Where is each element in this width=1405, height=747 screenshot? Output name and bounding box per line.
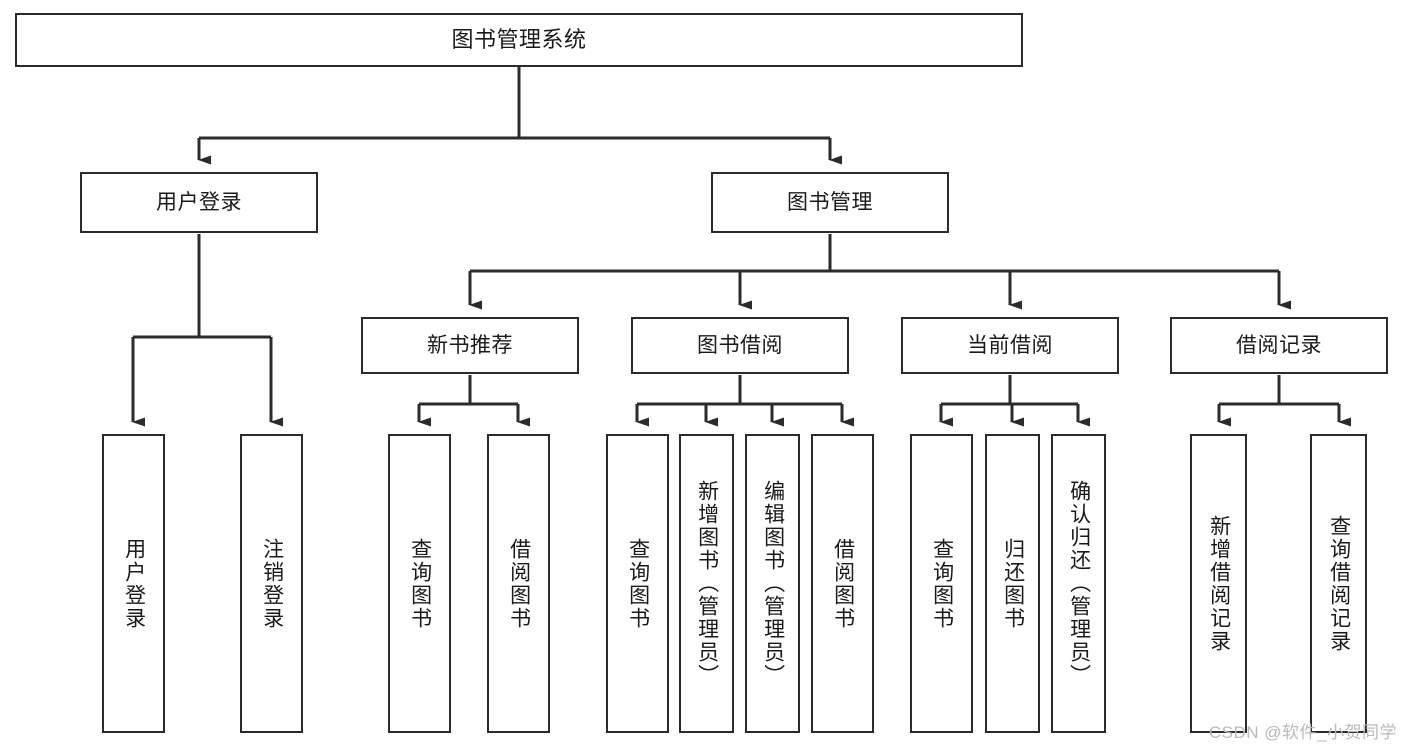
node-leaf-return-book[interactable]: 归还图书 — [985, 434, 1040, 733]
node-user-login[interactable]: 用户登录 — [80, 172, 318, 233]
node-leaf-query-book-recommend[interactable]: 查询图书 — [388, 434, 451, 733]
node-leaf-confirm-return[interactable]: 确认归还（管理员） — [1051, 434, 1106, 733]
node-label: 图书管理系统 — [451, 26, 587, 52]
node-label: 图书管理 — [787, 190, 873, 214]
node-leaf-query-borrow-record[interactable]: 查询借阅记录 — [1310, 434, 1367, 733]
node-label: 借阅图书 — [831, 537, 855, 630]
node-label: 新增图书（管理员） — [695, 480, 719, 687]
node-label: 注销登录 — [260, 537, 284, 630]
node-label: 用户登录 — [156, 190, 242, 214]
node-label: 图书借阅 — [697, 333, 783, 357]
node-root-system[interactable]: 图书管理系统 — [15, 13, 1023, 67]
node-leaf-borrow-book-recommend[interactable]: 借阅图书 — [487, 434, 550, 733]
node-leaf-borrow-book[interactable]: 借阅图书 — [811, 434, 874, 733]
node-leaf-add-book[interactable]: 新增图书（管理员） — [679, 434, 734, 733]
node-label: 借阅记录 — [1236, 333, 1322, 357]
node-leaf-edit-book[interactable]: 编辑图书（管理员） — [745, 434, 800, 733]
node-label: 查询图书 — [626, 537, 650, 630]
node-label: 查询图书 — [930, 537, 954, 630]
node-label: 当前借阅 — [967, 333, 1053, 357]
node-label: 查询图书 — [408, 537, 432, 630]
node-leaf-query-book-borrow[interactable]: 查询图书 — [606, 434, 669, 733]
node-leaf-query-book-current[interactable]: 查询图书 — [910, 434, 973, 733]
csdn-watermark: CSDN @软件_小贺同学 — [1208, 723, 1397, 742]
node-book-manage[interactable]: 图书管理 — [711, 172, 949, 233]
node-label: 用户登录 — [122, 537, 146, 630]
node-label: 新增借阅记录 — [1207, 514, 1231, 653]
node-label: 编辑图书（管理员） — [761, 480, 785, 687]
node-current-borrow[interactable]: 当前借阅 — [901, 317, 1119, 374]
node-label: 借阅图书 — [507, 537, 531, 630]
node-label: 确认归还（管理员） — [1067, 480, 1091, 687]
node-leaf-add-borrow-record[interactable]: 新增借阅记录 — [1190, 434, 1247, 733]
node-new-book-recommend[interactable]: 新书推荐 — [361, 317, 579, 374]
node-label: 新书推荐 — [427, 333, 513, 357]
node-book-borrow[interactable]: 图书借阅 — [631, 317, 849, 374]
node-label: 查询借阅记录 — [1327, 514, 1351, 653]
node-leaf-logout[interactable]: 注销登录 — [240, 434, 303, 733]
node-leaf-user-login[interactable]: 用户登录 — [102, 434, 165, 733]
node-label: 归还图书 — [1001, 537, 1025, 630]
node-borrow-record[interactable]: 借阅记录 — [1170, 317, 1388, 374]
